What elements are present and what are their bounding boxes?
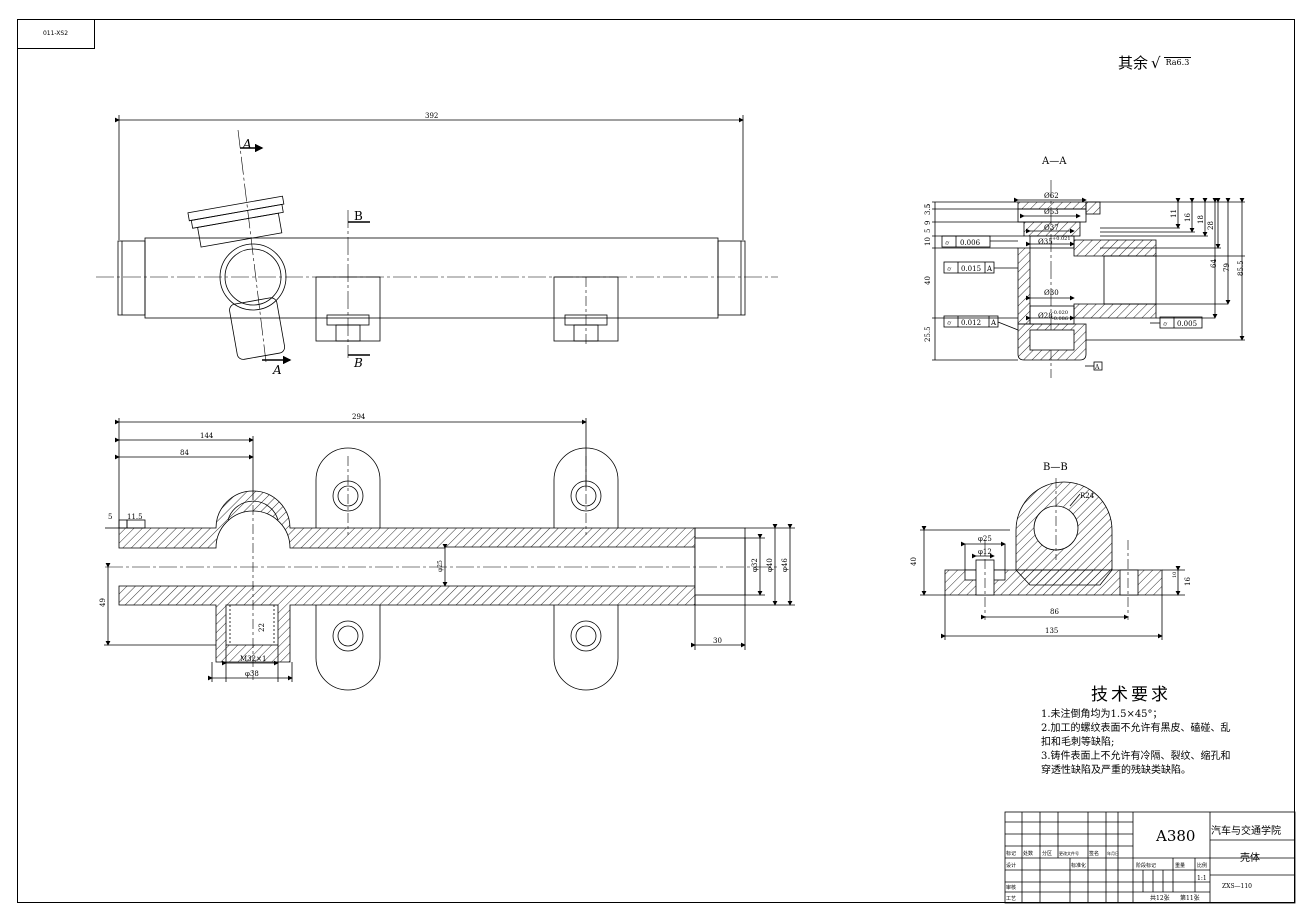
dim-aa-28-tol2: -0.086 bbox=[1052, 316, 1068, 322]
dim-bb-r24: R24 bbox=[1080, 492, 1095, 500]
section-mark-b-bottom: B bbox=[353, 356, 363, 370]
section-bb-view bbox=[920, 478, 1185, 640]
label-std: 标准化 bbox=[1071, 862, 1086, 869]
dim-294: 294 bbox=[352, 413, 366, 421]
dim-m32: M32×1 bbox=[240, 655, 266, 663]
roughness-symbol-icon: √ bbox=[1151, 53, 1161, 72]
dim-aa-62: Ø62 bbox=[1044, 192, 1059, 200]
dim-bb-135: 135 bbox=[1045, 627, 1058, 635]
label-design: 设计 bbox=[1006, 862, 1016, 869]
label-docno: 更改文件号 bbox=[1059, 850, 1079, 856]
drawing-code: 011-XS2 bbox=[17, 19, 95, 49]
dim-aa-9: 9 bbox=[924, 221, 932, 225]
dim-bb-10: 10 bbox=[1172, 572, 1178, 578]
datum-label: A bbox=[1094, 364, 1100, 371]
roughness-value: Ra6.3 bbox=[1163, 57, 1192, 67]
dim-aa-11: 11 bbox=[1170, 209, 1178, 218]
tol-frame-icon: ⌭ bbox=[1163, 321, 1168, 328]
label-mark: 标记 bbox=[1006, 850, 1016, 857]
tech-req-item: 1.未注倒角均为1.5×45°； bbox=[1041, 709, 1163, 720]
dim-22: 22 bbox=[258, 623, 266, 632]
label-process: 工艺 bbox=[1006, 896, 1016, 902]
dim-bb-40: 40 bbox=[910, 557, 918, 566]
dim-aa-18: 18 bbox=[1197, 215, 1205, 224]
dim-phi38: φ38 bbox=[245, 670, 259, 678]
section-aa-view bbox=[932, 180, 1245, 378]
tech-req-title: 技术要求 bbox=[1091, 685, 1171, 705]
tech-req-item: 2.加工的螺纹表面不允许有黑皮、磕碰、乱扣和毛刺等缺陷; bbox=[1041, 723, 1231, 748]
label-ratio: 比例 bbox=[1197, 862, 1207, 869]
dim-aa-5b: 5 bbox=[924, 229, 932, 233]
tol-ref-2: A bbox=[986, 265, 993, 273]
dim-11-5: 11.5 bbox=[127, 513, 143, 521]
dim-144: 144 bbox=[200, 432, 214, 440]
tech-req-item: 3.铸件表面上不允许有冷隔、裂纹、缩孔和穿透性缺陷及严重的残缺类缺陷。 bbox=[1041, 751, 1231, 776]
dim-aa-79: 79 bbox=[1223, 263, 1231, 272]
dim-84: 84 bbox=[180, 449, 189, 457]
tol-value-4: 0.005 bbox=[1177, 320, 1197, 328]
scale-value: 1:1 bbox=[1197, 875, 1207, 882]
drawing-number: ZXS—110 bbox=[1222, 883, 1252, 890]
label-sign: 签名 bbox=[1089, 850, 1099, 857]
dim-49: 49 bbox=[99, 598, 107, 607]
dim-aa-37: Ø37 bbox=[1044, 224, 1059, 232]
dim-phi40: φ40 bbox=[766, 558, 774, 572]
view-title-bb: B—B bbox=[1043, 462, 1068, 473]
dim-aa-25-5: 25.5 bbox=[924, 326, 932, 342]
tol-frame-icon: ⌭ bbox=[947, 266, 952, 273]
tol-value-2: 0.015 bbox=[961, 265, 981, 273]
label-qty: 处数 bbox=[1023, 850, 1033, 857]
tol-frame-icon: ⌭ bbox=[947, 320, 952, 327]
dim-aa-53: Ø53 bbox=[1044, 208, 1059, 216]
tol-frame-icon: ⌭ bbox=[945, 240, 950, 247]
dim-aa-30: Ø30 bbox=[1044, 289, 1059, 297]
section-mark-b-top: B bbox=[354, 209, 363, 223]
dim-overall-length: 392 bbox=[425, 112, 438, 120]
dim-aa-10: 10 bbox=[924, 237, 932, 246]
label-zone: 分区 bbox=[1042, 850, 1052, 857]
tol-value-1: 0.006 bbox=[960, 239, 981, 247]
label-date: 年月日 bbox=[1107, 850, 1119, 856]
section-mark-a-bottom: A bbox=[272, 363, 282, 377]
front-view bbox=[96, 115, 778, 365]
label-weight: 重量 bbox=[1175, 862, 1185, 869]
school-name: 汽车与交通学院 bbox=[1211, 824, 1281, 837]
title-block bbox=[1004, 811, 1296, 904]
dim-aa-28: Ø28 bbox=[1038, 312, 1053, 320]
dim-bore: φ25 bbox=[437, 560, 444, 572]
sheets-total: 共12张 bbox=[1150, 894, 1170, 902]
roughness-label: 其余 bbox=[1118, 54, 1149, 72]
dim-aa-85-5: 85.5 bbox=[1237, 260, 1245, 276]
roughness-note: 其余 √ Ra6.3 bbox=[1118, 52, 1192, 73]
part-number: A380 bbox=[1155, 827, 1195, 845]
dim-aa-35: Ø35 bbox=[1038, 238, 1053, 246]
dim-aa-3-5: 3.5 bbox=[924, 204, 932, 215]
dim-aa-16: 16 bbox=[1184, 213, 1192, 222]
dim-bb-86: 86 bbox=[1050, 608, 1059, 616]
technical-requirements: 技术要求 1.未注倒角均为1.5×45°； 2.加工的螺纹表面不允许有黑皮、磕碰… bbox=[1041, 687, 1231, 778]
dim-phi46: φ46 bbox=[781, 558, 789, 572]
dim-bb-16: 16 bbox=[1184, 577, 1192, 586]
section-mark-a-top: A bbox=[242, 137, 252, 151]
dim-aa-35-tol: +0.021 bbox=[1052, 236, 1071, 242]
dim-5: 5 bbox=[108, 513, 112, 521]
dim-aa-5: 5 bbox=[924, 204, 932, 208]
label-stage: 阶段标记 bbox=[1136, 862, 1156, 869]
sheet-number: 第11张 bbox=[1180, 894, 1200, 902]
dim-aa-28-tol1: -0.020 bbox=[1052, 310, 1068, 316]
dim-aa-28v: 28 bbox=[1207, 221, 1215, 230]
part-name: 壳体 bbox=[1240, 851, 1260, 864]
dim-aa-64: 64 bbox=[1210, 259, 1218, 268]
dim-aa-40: 40 bbox=[924, 276, 932, 285]
longitudinal-section bbox=[104, 418, 795, 691]
tol-value-3: 0.012 bbox=[961, 319, 981, 327]
label-review: 审核 bbox=[1006, 884, 1016, 891]
view-title-aa: A—A bbox=[1041, 156, 1067, 167]
dim-bb-25: φ25 bbox=[978, 535, 992, 543]
dim-30: 30 bbox=[713, 637, 722, 645]
dim-bb-12: φ12 bbox=[978, 548, 992, 556]
tol-ref-3: A bbox=[990, 319, 997, 327]
dim-phi32: φ32 bbox=[751, 558, 759, 572]
